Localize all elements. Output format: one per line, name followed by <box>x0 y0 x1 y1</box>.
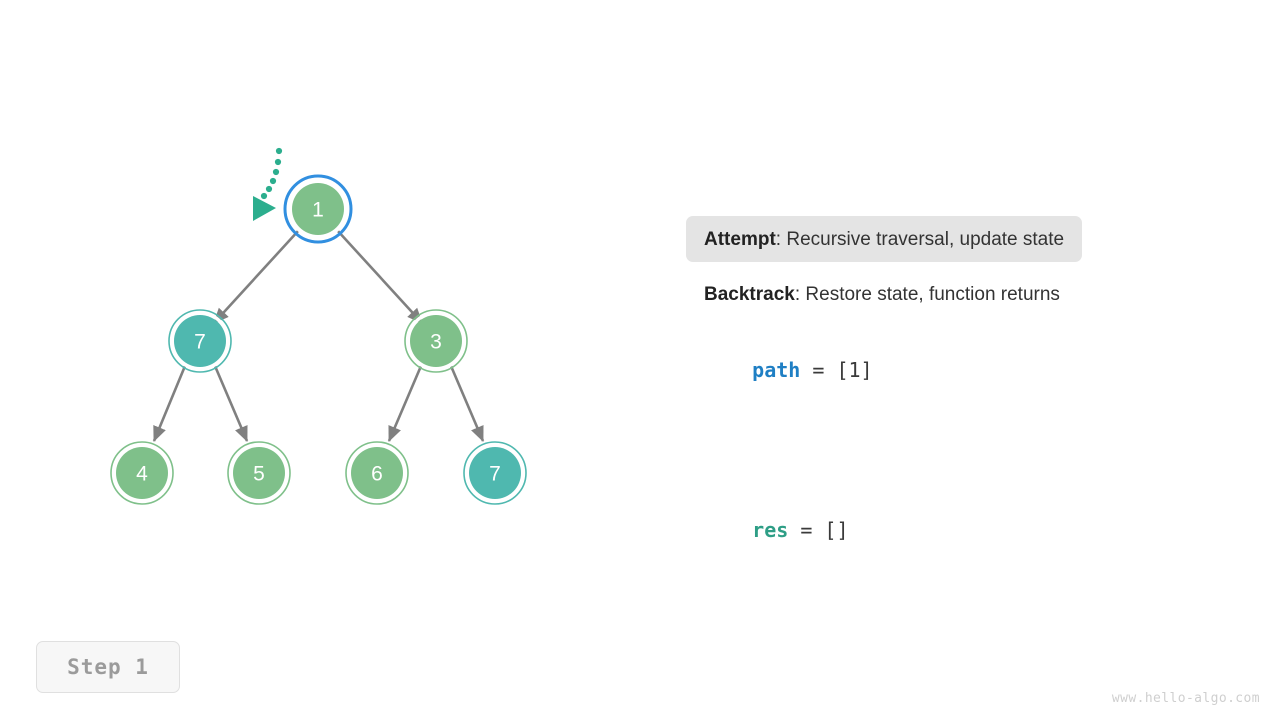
pointer-trail-dot <box>269 177 277 185</box>
explanation-panel: Attempt: Recursive traversal, update sta… <box>686 216 1206 566</box>
pointer-trail-dot <box>274 158 282 166</box>
tree-node-4[interactable]: 4 <box>110 441 174 505</box>
edge-1-to-7 <box>213 229 300 324</box>
node-circle <box>351 447 403 499</box>
node-outline-ring <box>227 441 291 505</box>
tree-node-7-right[interactable]: 7 <box>463 441 527 505</box>
node-outline-ring <box>110 441 174 505</box>
pointer-trail-dot <box>272 168 280 176</box>
node-value-label: 1 <box>312 199 324 222</box>
binary-tree-figure: 1 7 3 4 <box>0 0 660 560</box>
pointer-trail-dot <box>265 185 273 193</box>
node-outline-ring <box>404 309 468 373</box>
node-circle <box>233 447 285 499</box>
node-value-label: 6 <box>371 463 383 486</box>
traversal-pointer <box>253 147 283 221</box>
attempt-keyword: Attempt <box>704 229 776 250</box>
edge-1-to-3 <box>336 229 423 324</box>
tree-nodes: 1 7 3 4 <box>110 174 527 505</box>
node-value-label: 7 <box>489 463 501 486</box>
tree-node-5[interactable]: 5 <box>227 441 291 505</box>
node-circle <box>469 447 521 499</box>
res-state-line: res = [] <box>686 494 1206 566</box>
pointer-arrow-icon <box>253 196 276 221</box>
node-circle <box>174 315 226 367</box>
watermark: www.hello-algo.com <box>1111 691 1260 706</box>
node-inner-white-ring <box>112 443 172 503</box>
node-circle <box>410 315 462 367</box>
edge-3-to-7 <box>449 365 485 442</box>
tree-svg: 1 7 3 4 <box>110 147 527 505</box>
attempt-text: Recursive traversal, update state <box>786 229 1065 250</box>
node-value-label: 3 <box>430 331 442 354</box>
node-value-label: 5 <box>253 463 265 486</box>
node-inner-white-ring <box>229 443 289 503</box>
node-circle <box>116 447 168 499</box>
node-outline-ring <box>168 309 232 373</box>
node-value-label: 4 <box>136 463 148 486</box>
backtrack-separator: : <box>794 284 806 305</box>
node-inner-white-ring <box>406 311 466 371</box>
edge-3-to-6 <box>387 365 423 442</box>
node-outline-ring <box>288 179 348 239</box>
edge-7-to-4 <box>152 365 187 442</box>
node-inner-white-ring <box>347 443 407 503</box>
attempt-separator: : <box>775 229 787 250</box>
pointer-trail-dot <box>275 147 283 155</box>
edge-7-to-5 <box>213 365 249 442</box>
tree-node-7-left[interactable]: 7 <box>168 309 232 373</box>
backtrack-text: Restore state, function returns <box>805 284 1060 305</box>
node-circle <box>292 183 344 235</box>
tree-node-3[interactable]: 3 <box>404 309 468 373</box>
attempt-row: Attempt: Recursive traversal, update sta… <box>686 216 1083 262</box>
tree-node-6[interactable]: 6 <box>345 441 409 505</box>
tree-edges <box>152 229 485 442</box>
step-badge-label: Step 1 <box>67 655 149 679</box>
res-assign-operator: = <box>788 518 825 542</box>
tree-node-1[interactable]: 1 <box>283 174 353 244</box>
res-value: [] <box>824 518 849 542</box>
backtrack-keyword: Backtrack <box>704 284 795 305</box>
node-highlight-ring <box>283 174 353 244</box>
pointer-trail-dot <box>260 192 268 200</box>
node-inner-white-ring <box>170 311 230 371</box>
path-variable-name: path <box>752 358 801 382</box>
node-value-label: 7 <box>194 331 206 354</box>
path-assign-operator: = <box>800 358 837 382</box>
node-outline-ring <box>463 441 527 505</box>
path-value: [1] <box>836 358 873 382</box>
node-inner-white-ring <box>465 443 525 503</box>
node-outline-ring <box>345 441 409 505</box>
backtrack-row: Backtrack: Restore state, function retur… <box>686 285 1206 304</box>
res-variable-name: res <box>752 518 789 542</box>
step-badge: Step 1 <box>36 641 180 693</box>
path-state-line: path = [1] <box>686 334 1206 406</box>
